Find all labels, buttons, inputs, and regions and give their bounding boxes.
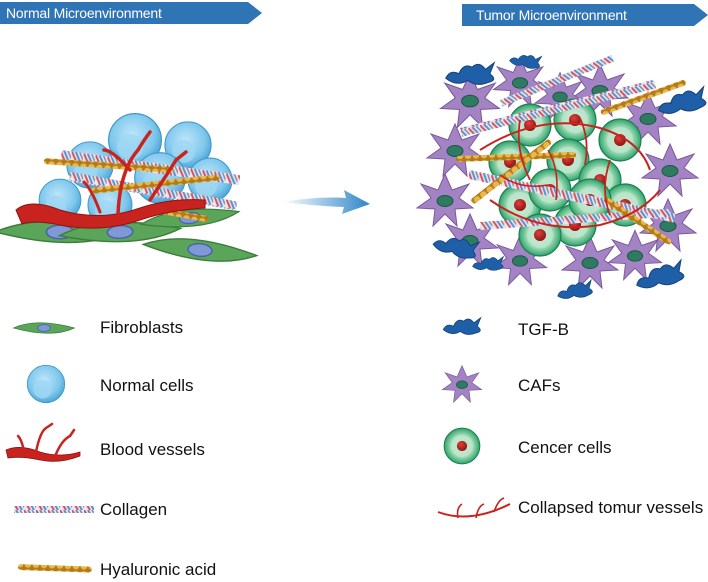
fibroblast-icon: [13, 322, 75, 334]
tumor-microenvironment-title: Tumor Microenvironment: [476, 7, 627, 23]
legend-label-tgf-b: TGF-B: [518, 320, 569, 339]
legend-label-normal-cells: Normal cells: [100, 376, 194, 395]
tumor-microenvironment-banner: Tumor Microenvironment: [462, 4, 708, 26]
normal-cell-icon: [26, 364, 66, 404]
legend-label-cancer-cells: Cencer cells: [518, 438, 612, 457]
normal-microenvironment-banner: Normal Microenvironment: [0, 2, 262, 24]
legend-label-cafs: CAFs: [518, 376, 561, 395]
legend-label-collapsed-vessels: Collapsed tomur vessels: [518, 498, 704, 517]
normal-microenvironment-illustration: [0, 112, 259, 267]
normal-microenvironment-title: Normal Microenvironment: [6, 5, 162, 21]
collapsed-vessel-icon: [437, 497, 511, 519]
legend-label-blood-vessels: Blood vessels: [100, 440, 205, 459]
legend-label-collagen: Collagen: [100, 500, 168, 519]
cancer-cell-icon: [443, 427, 481, 465]
transition-arrow: [282, 190, 370, 214]
blood-vessel-icon: [5, 422, 81, 462]
hyaluronic-acid-icon: [17, 564, 92, 573]
tgf-b-icon: [442, 317, 482, 335]
legend-label-fibroblasts: Fibroblasts: [100, 318, 184, 337]
tumor-microenvironment-illustration: [416, 50, 708, 301]
legend-label-hyaluronic-acid: Hyaluronic acid: [100, 560, 217, 579]
caf-icon: [442, 365, 482, 403]
collagen-icon: [14, 506, 94, 513]
